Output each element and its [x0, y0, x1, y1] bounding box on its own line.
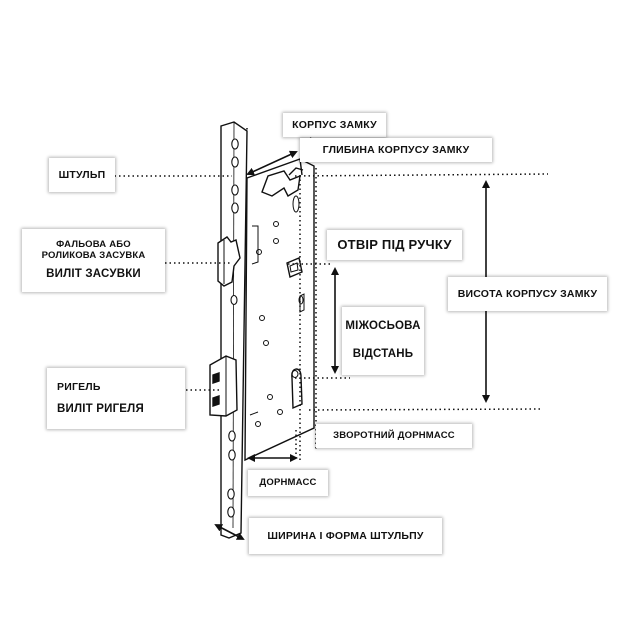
- label-reverse-backset: ЗВОРОТНИЙ ДОРНМАСС: [316, 424, 472, 448]
- label-latch-line1: ФАЛЬОВА АБО: [56, 238, 131, 250]
- label-center-distance: МІЖОСЬОВА ВІДСТАНЬ: [342, 307, 424, 375]
- label-center-distance-line2: ВІДСТАНЬ: [352, 348, 414, 361]
- label-bolt: РИГЕЛЬ ВИЛІТ РИГЕЛЯ: [47, 368, 185, 429]
- label-body-depth: ГЛИБИНА КОРПУСУ ЗАМКУ: [300, 138, 492, 162]
- label-bolt-throw: ВИЛІТ РИГЕЛЯ: [57, 402, 144, 415]
- label-center-distance-line1: МІЖОСЬОВА: [345, 320, 421, 333]
- label-backset: ДОРНМАСС: [248, 470, 328, 496]
- label-body-height: ВИСОТА КОРПУСУ ЗАМКУ: [448, 277, 607, 311]
- label-body-height-text: ВИСОТА КОРПУСУ ЗАМКУ: [457, 287, 598, 300]
- faceplate-width-arrow: [214, 524, 245, 540]
- label-faceplate-text: ШТУЛЬП: [58, 168, 106, 181]
- leader-lines: [110, 128, 549, 460]
- label-latch-throw: ВИЛІТ ЗАСУВКИ: [46, 267, 141, 280]
- depth-arrow: [246, 150, 298, 176]
- label-handle-hole-text: ОТВІР ПІД РУЧКУ: [337, 236, 452, 252]
- label-lock-body: КОРПУС ЗАМКУ: [283, 113, 386, 137]
- faceplate: [220, 121, 248, 539]
- label-latch-line2: РОЛИКОВА ЗАСУВКА: [41, 249, 146, 261]
- label-faceplate-width: ШИРИНА І ФОРМА ШТУЛЬПУ: [249, 518, 442, 554]
- label-latch: ФАЛЬОВА АБО РОЛИКОВА ЗАСУВКА ВИЛІТ ЗАСУВ…: [22, 229, 165, 292]
- bolt: [209, 355, 238, 417]
- label-reverse-backset-text: ЗВОРОТНИЙ ДОРНМАСС: [333, 429, 455, 441]
- label-faceplate-width-text: ШИРИНА І ФОРМА ШТУЛЬПУ: [267, 529, 424, 542]
- label-backset-text: ДОРНМАСС: [259, 476, 317, 488]
- label-faceplate: ШТУЛЬП: [49, 158, 115, 192]
- lock-internals: [249, 195, 305, 427]
- faceplate-holes: [227, 138, 239, 518]
- label-handle-hole: ОТВІР ПІД РУЧКУ: [327, 230, 462, 260]
- latch: [217, 236, 241, 287]
- label-body-depth-text: ГЛИБИНА КОРПУСУ ЗАМКУ: [322, 143, 470, 156]
- label-lock-body-text: КОРПУС ЗАМКУ: [292, 118, 377, 131]
- label-bolt-line1: РИГЕЛЬ: [57, 380, 101, 393]
